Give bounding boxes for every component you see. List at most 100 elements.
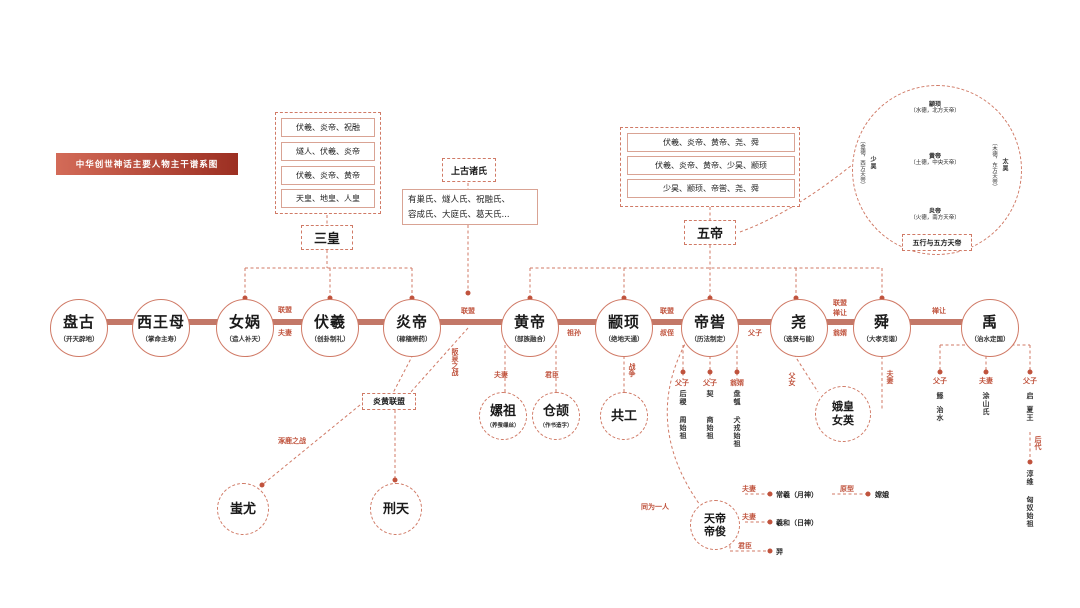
node-gonggong[interactable]: 共工 [600, 392, 648, 440]
relation-label: 联盟 [660, 307, 674, 315]
node-yandi[interactable]: 炎帝 （稼穑辨药） [383, 299, 441, 357]
wuxing-north: 颛顼 （水德，北方天帝） [895, 101, 975, 115]
dijun-child-name: 嫦娥 [875, 491, 889, 499]
wuxing-north-desc: （水德，北方天帝） [910, 108, 960, 114]
node-sub: （创卦制礼） [310, 334, 350, 343]
node-name: 西王母 [136, 312, 185, 331]
node-huangdi[interactable]: 黄帝 （部族融合） [501, 299, 559, 357]
node-dijun[interactable]: 天帝帝俊 [690, 500, 740, 550]
relation-label: 原型 [840, 485, 854, 493]
node-sub: （绝地天通） [604, 334, 644, 343]
node-xiwangmu[interactable]: 西王母 （掌命主寿） [132, 299, 190, 357]
shanggu-box [402, 189, 538, 225]
wuxing-south-name: 炎帝 [928, 208, 941, 215]
node-name: 共工 [610, 408, 637, 424]
node-pangu[interactable]: 盘古 （开天辟地） [50, 299, 108, 357]
diku-child-desc: 商始祖 [706, 416, 714, 440]
node-chiyou[interactable]: 蚩尤 [217, 483, 269, 535]
node-shun[interactable]: 舜 （大孝克谐） [853, 299, 911, 357]
yu-child-desc: 治水 [936, 406, 944, 422]
node-sub: （历法制定） [690, 334, 730, 343]
wuxing-north-name: 颛顼 [928, 101, 941, 108]
relation-label: 禅让 [932, 307, 946, 315]
node-nvwa[interactable]: 女娲 （造人补天） [216, 299, 274, 357]
yu-child-desc: 夏王 [1026, 406, 1034, 422]
relation-label: 父子 [675, 379, 689, 387]
node-fuxi[interactable]: 伏羲 （创卦制礼） [301, 299, 359, 357]
relation-label: 叔侄 [660, 329, 674, 337]
sanhuang-list-item: 伏羲、炎帝、黄帝 [281, 166, 375, 185]
node-sub: （开天辟地） [59, 334, 99, 343]
relation-label: 祖孙 [567, 329, 581, 337]
node-sub: （作书造字） [539, 422, 573, 429]
wudi-list-item: 伏羲、炎帝、黄帝、少昊、颛顼 [627, 156, 795, 175]
node-name: 嫘祖 [489, 403, 516, 419]
node-sub: （养蚕缫丝） [486, 422, 520, 429]
node-name: 伏羲 [313, 312, 346, 331]
wuxing-west-desc: （金德，西方天帝） [859, 138, 865, 188]
relation-label: 父子 [1023, 377, 1037, 385]
relation-label: 夫妻 [278, 329, 292, 337]
node-cangjie[interactable]: 仓颉 （作书造字） [532, 392, 580, 440]
node-name: 颛顼 [607, 312, 640, 331]
wuxing-south: 炎帝 （火德，南方天帝） [895, 208, 975, 222]
node-sub: （大孝克谐） [862, 334, 902, 343]
diku-child-name: 盘瓠 [733, 390, 741, 406]
node-yu[interactable]: 禹 （治水定国） [961, 299, 1019, 357]
relation-label: 夫妻 [742, 485, 756, 493]
relation-label: 联盟 [278, 306, 292, 314]
yu-child-name: 涂山氏 [982, 392, 990, 416]
diku-child-name: 后稷 [679, 390, 687, 406]
wuxing-east-desc: （木德，东方天帝） [991, 140, 997, 190]
wudi-list-item: 伏羲、炎帝、黄帝、尧、舜 [627, 133, 795, 152]
node-leizu[interactable]: 嫘祖 （养蚕缫丝） [479, 392, 527, 440]
relation-label: 夫妻 [886, 370, 894, 384]
node-sub: （治水定国） [970, 334, 1010, 343]
node-diku[interactable]: 帝喾 （历法制定） [681, 299, 739, 357]
node-xingtian[interactable]: 刑天 [370, 483, 422, 535]
wuxing-title: 五行与五方天帝 [902, 234, 972, 251]
sanhuang-list-item: 伏羲、炎帝、祝融 [281, 118, 375, 137]
diagram-title: 中华创世神话主要人物主干谱系图 [56, 153, 238, 175]
relation-label: 翁婿 [833, 329, 847, 337]
relation-label: 父子 [933, 377, 947, 385]
wuxing-west-name: 少昊 [869, 156, 876, 170]
node-yao[interactable]: 尧 （选贤与能） [770, 299, 828, 357]
dijun-child-name: 常羲（月神） [776, 491, 818, 499]
relation-label: 父子 [703, 379, 717, 387]
diku-child-desc: 犬戎始祖 [733, 416, 741, 448]
node-name: 黄帝 [513, 312, 546, 331]
relation-label: 夫妻 [494, 371, 508, 379]
node-sub: （选贤与能） [779, 334, 819, 343]
yu-descendant-name: 淳维 [1026, 470, 1034, 486]
relation-label: 父子 [748, 329, 762, 337]
wuxing-south-desc: （火德，南方天帝） [910, 215, 960, 221]
relation-label: 禅让 [833, 309, 847, 317]
shanggu-text-line: 容成氏、大庭氏、葛天氏... [408, 210, 510, 220]
node-name: 娥皇女英 [832, 400, 854, 427]
shanggu-title: 上古诸氏 [442, 158, 496, 182]
sanhuang-title: 三皇 [301, 225, 353, 250]
diku-child-name: 契 [706, 390, 714, 398]
wuxing-circle [852, 85, 1022, 255]
yanhuang-alliance: 炎黄联盟 [362, 393, 416, 410]
dijun-child-name: 羲和（日神） [776, 519, 818, 527]
relation-label: 联盟 [461, 307, 475, 315]
node-zhuanxu[interactable]: 颛顼 （绝地天通） [595, 299, 653, 357]
node-name: 盘古 [62, 312, 95, 331]
relation-label: 联盟 [833, 299, 847, 307]
node-sub: （掌命主寿） [141, 334, 181, 343]
relation-label: 翁婿 [730, 379, 744, 387]
node-sub: （稼穑辨药） [392, 334, 432, 343]
wuxing-east: （木德，东方天帝） 太昊 [990, 140, 1008, 190]
dijun-child-name: 羿 [776, 548, 783, 556]
yu-child-name: 启 [1026, 392, 1034, 400]
node-name: 天帝帝俊 [704, 512, 726, 538]
sanhuang-list-item: 燧人、伏羲、炎帝 [281, 142, 375, 161]
node-sub: （造人补天） [225, 334, 265, 343]
node-ehuang-nvying[interactable]: 娥皇女英 [815, 386, 871, 442]
wudi-list-item: 少昊、颛顼、帝喾、尧、舜 [627, 179, 795, 198]
yu-descendant-desc: 匈奴始祖 [1026, 496, 1034, 528]
yu-child-name: 鲧 [936, 392, 944, 400]
wuxing-east-name: 太昊 [1001, 158, 1008, 172]
